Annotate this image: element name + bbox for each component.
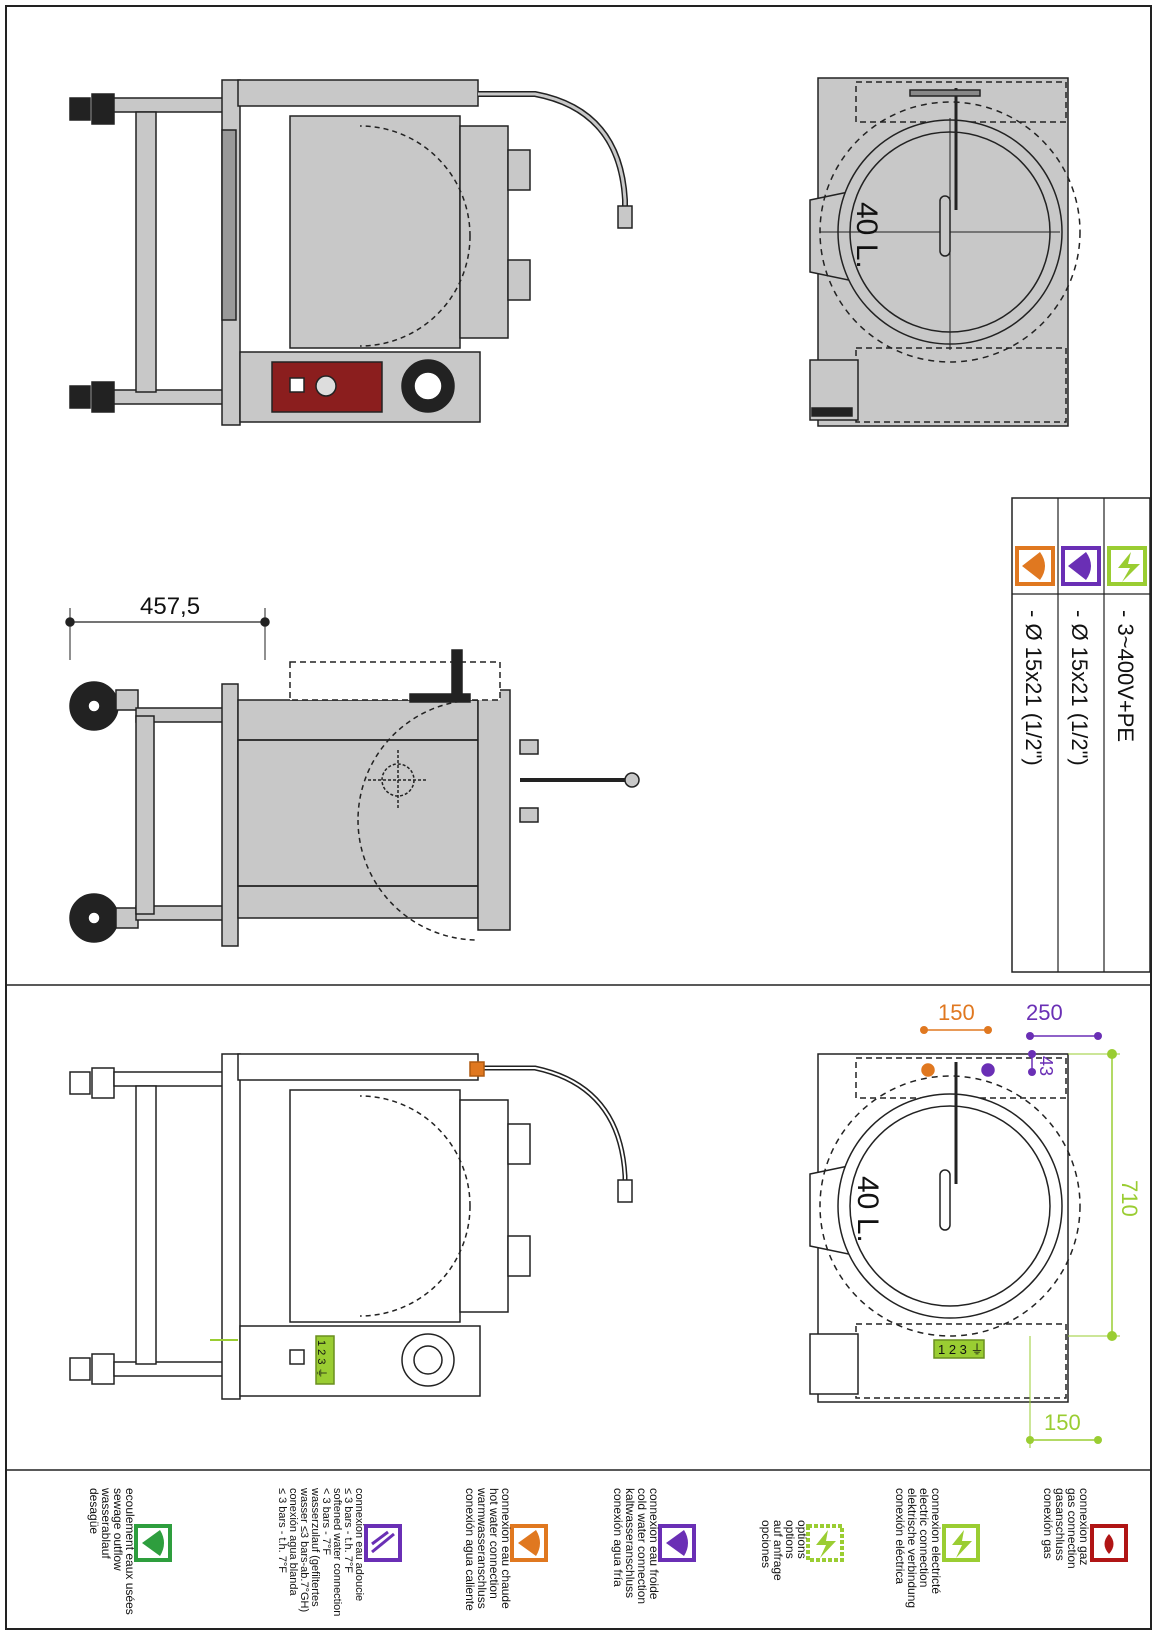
- legend-electric-line-4: conexión eléctrica: [893, 1488, 907, 1584]
- hot-water-spec: - Ø 15x21 (1/2"): [1021, 610, 1046, 766]
- legend-soft-line-3: softened water connection: [331, 1488, 343, 1616]
- caster-icon: [69, 97, 91, 121]
- legend-gas-line-2: gas connection: [1065, 1488, 1079, 1569]
- legend-drain-line-2: sewage outflow: [111, 1488, 125, 1571]
- legend: connexion gaz gas connection gasanschlus…: [87, 1487, 1128, 1616]
- legend-hot-line-4: conexión agua caliente: [463, 1488, 477, 1611]
- depth-dimension: 710: [1117, 1180, 1142, 1217]
- legend-hot-line-2: hot water connection: [487, 1488, 501, 1599]
- offset-dimension: 43: [1036, 1056, 1056, 1076]
- electric-icon: [942, 1524, 980, 1562]
- legend-cold-line-4: conexión agua fría: [611, 1488, 625, 1587]
- view-plan-top: 40 L.: [809, 77, 1081, 427]
- legend-gas-line-4: conexión gas: [1041, 1488, 1055, 1559]
- caster-icon: [91, 93, 115, 125]
- caster-icon: [91, 381, 115, 413]
- hose-end-icon: [617, 205, 633, 229]
- legend-options-line-1: options: [795, 1520, 809, 1559]
- legend-drain-line-3: wasserablauf: [99, 1487, 113, 1559]
- legend-gas-line-1: connexion gaz: [1077, 1488, 1091, 1565]
- legend-hot-line-3: warmwasseranschluss: [475, 1487, 489, 1609]
- cold-water-spec: - Ø 15x21 (1/2"): [1067, 610, 1092, 766]
- sheet-frame: [5, 5, 1152, 1630]
- legend-electric-line-3: elektrische verbindung: [905, 1488, 919, 1608]
- view-front-bottom: 1 2 3 ⏚: [69, 1053, 633, 1400]
- view-plan-bottom: 40 L. 1 2 3 ⏚: [809, 1053, 1081, 1403]
- legend-drain-line-1: ecoulement eaux usées: [123, 1488, 137, 1615]
- drain-icon: [134, 1524, 172, 1562]
- hot-water-dimension: 150: [938, 1000, 975, 1025]
- legend-options-line-4: opciones: [759, 1520, 773, 1568]
- side-depth-dimension: 457,5: [140, 593, 200, 620]
- plan-dimensions: 150 250 43 710 150: [920, 1000, 1142, 1448]
- view-front-top: [69, 79, 633, 426]
- legend-cold-line-3: kaltwasseranschluss: [623, 1488, 637, 1598]
- legend-soft-line-8: ≤ 3 bars - t.h. 7°F: [276, 1488, 288, 1573]
- legend-soft-line-4: < 3 bars - 7°F: [320, 1488, 332, 1555]
- legend-options-line-3: auf anfrage: [771, 1520, 785, 1581]
- legend-soft-line-5: wasserzulauf (gefiltertes: [309, 1487, 321, 1607]
- legend-gas-line-3: gasanschluss: [1053, 1488, 1067, 1561]
- legend-soft-line-7: conexión agua blanda: [287, 1488, 299, 1597]
- caster-icon: [69, 385, 91, 409]
- electric-spec: - 3~400V+PE: [1113, 610, 1138, 742]
- legend-electric-line-1: connexion electricté: [929, 1488, 943, 1594]
- connections-table: - 3~400V+PE - Ø 15x21 (1/2") - Ø 15x21 (…: [1011, 497, 1151, 973]
- cold-water-dimension: 250: [1026, 1000, 1063, 1025]
- legend-options-line-2: options: [783, 1520, 797, 1559]
- legend-electric-line-2: electric connection: [917, 1488, 931, 1587]
- legend-cold-line-1: connexion eau froide: [647, 1488, 661, 1600]
- terminal-label-front: 1 2 3 ⏚: [315, 1340, 328, 1379]
- legend-soft-line-2: ≤ 3 bars - t.h. 7°F: [342, 1488, 354, 1573]
- legend-hot-line-1: connexion eau chaude: [499, 1488, 513, 1609]
- legend-drain-line-4: desagüe: [87, 1488, 101, 1534]
- capacity-label-bottom: 40 L.: [851, 1176, 884, 1243]
- capacity-label: 40 L.: [850, 202, 883, 269]
- electric-dimension: 150: [1044, 1410, 1081, 1435]
- legend-cold-line-2: cold water connection: [635, 1488, 649, 1604]
- terminal-label-plan: 1 2 3 ⏚: [938, 1342, 984, 1357]
- view-side: 457,5: [65, 593, 640, 947]
- legend-soft-line-6: wasser ≤3 bars-ab.7°GH): [298, 1487, 310, 1612]
- legend-soft-line-1: connexion eau adoucie: [353, 1488, 365, 1601]
